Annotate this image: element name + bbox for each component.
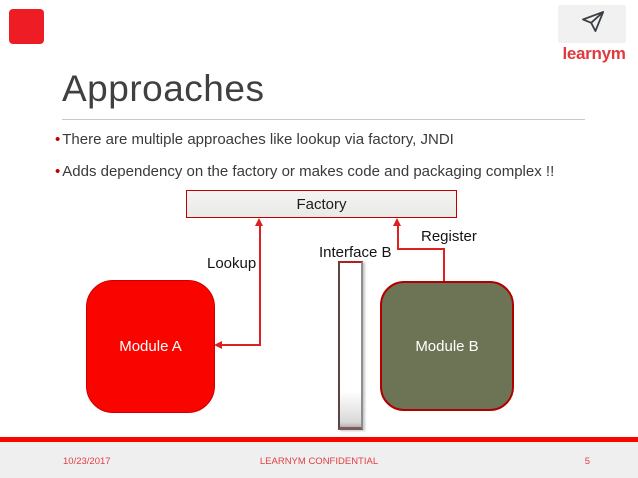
bullet-text: There are multiple approaches like looku… — [62, 131, 454, 148]
footer-red-bar — [0, 437, 638, 442]
interface-b-rect — [338, 261, 363, 430]
factory-label: Factory — [296, 195, 347, 213]
interface-b-label: Interface B — [319, 244, 392, 261]
module-b-label: Module B — [415, 337, 479, 355]
bullet-item: •Adds dependency on the factory or makes… — [55, 163, 615, 180]
brand-name: learnym — [562, 44, 626, 63]
module-b-box: Module B — [380, 281, 514, 411]
footer-background — [0, 442, 638, 478]
title-underline — [62, 119, 585, 120]
footer-confidential: LEARNYM CONFIDENTIAL — [259, 456, 379, 467]
register-arrow-vertical-line-bottom — [443, 248, 445, 282]
footer-date: 10/23/2017 — [63, 456, 111, 467]
paper-plane-icon — [579, 8, 606, 40]
page-title: Approaches — [62, 68, 265, 109]
bullet-dot: • — [55, 163, 61, 180]
lookup-label: Lookup — [207, 255, 257, 272]
logo-box — [558, 5, 626, 43]
register-arrow-vertical-line-top — [397, 226, 399, 250]
lookup-arrowhead-left — [214, 341, 222, 349]
accent-square — [9, 9, 44, 44]
register-arrow-horizontal-line — [397, 248, 445, 250]
lookup-arrowhead-up — [255, 218, 263, 226]
lookup-arrow-vertical-line — [259, 226, 261, 346]
bullet-dot: • — [55, 131, 61, 148]
register-label: Register — [421, 228, 477, 245]
register-arrowhead-up — [393, 218, 401, 226]
footer-page-number: 5 — [584, 456, 590, 467]
bullet-item: •There are multiple approaches like look… — [55, 131, 615, 148]
lookup-arrow-horizontal-line — [221, 344, 260, 346]
module-a-label: Module A — [119, 338, 182, 355]
factory-box: Factory — [186, 190, 457, 218]
module-a-box: Module A — [86, 280, 215, 413]
bullet-text: Adds dependency on the factory or makes … — [62, 163, 555, 180]
